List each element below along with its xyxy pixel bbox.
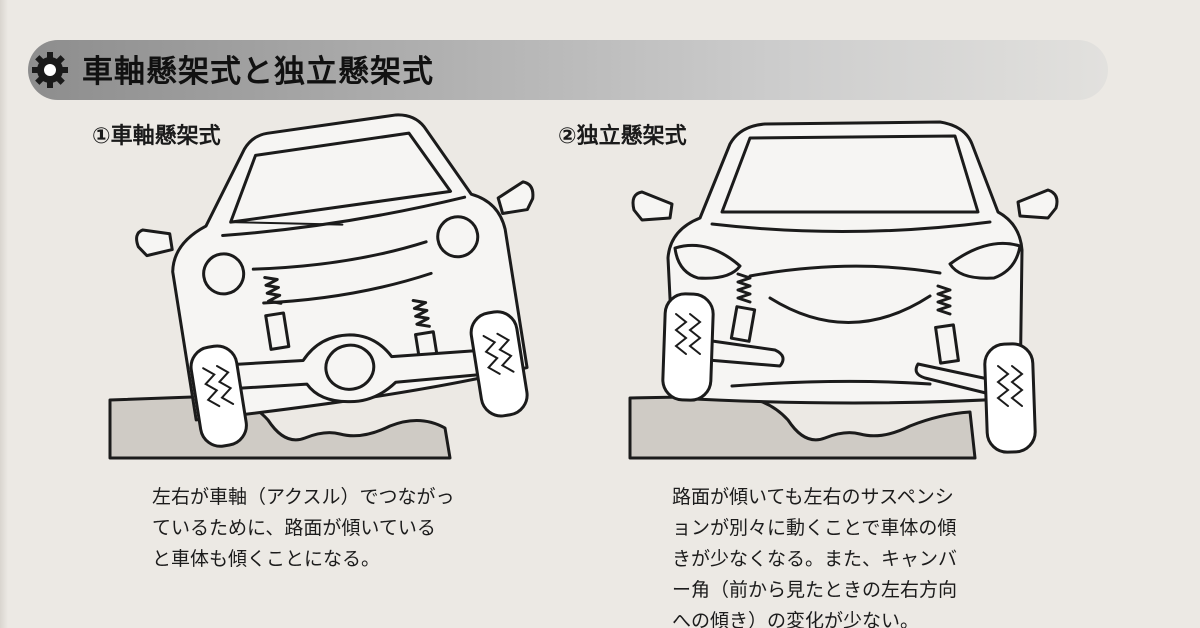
car-body xyxy=(666,120,1024,405)
damper-right xyxy=(934,323,960,365)
section-label-solid-axle: ①車軸懸架式 xyxy=(92,124,221,149)
caption-solid-axle: 左右が車軸（アクスル）でつながっ ているために、路面が傾いている と車体も傾くこ… xyxy=(152,482,454,575)
headlight-right xyxy=(436,215,480,259)
caption-line: きが少なくなる。また、キャンバ xyxy=(672,548,958,570)
headlight-left xyxy=(673,243,742,280)
road-surface xyxy=(628,394,977,460)
page-title: 車軸懸架式と独立懸架式 xyxy=(82,54,434,90)
side-mirror-right xyxy=(1016,188,1059,220)
gear-icon xyxy=(32,52,68,88)
windshield xyxy=(720,134,980,214)
caption-line: 路面が傾いても左右のサスペンシ xyxy=(672,486,954,508)
caption-independent: 路面が傾いても左右のサスペンシ ョンが別々に動くことで車体の傾 きが少なくなる。… xyxy=(672,482,957,628)
caption-line: への傾き）の変化が少ない。 xyxy=(672,610,920,628)
section-header-bar xyxy=(28,40,1108,100)
caption-line: ているために、路面が傾いている xyxy=(152,517,436,539)
side-mirror-right xyxy=(496,180,535,215)
spring-left xyxy=(263,275,283,305)
spring-right xyxy=(936,284,952,316)
caption-line: と車体も傾くことになる。 xyxy=(152,548,381,570)
lower-arm-left xyxy=(703,338,785,368)
side-mirror-left xyxy=(631,190,674,222)
windshield xyxy=(229,131,453,224)
independent-suspension-car-illustration xyxy=(628,120,1059,460)
caption-line: 左右が車軸（アクスル）でつながっ xyxy=(152,486,455,508)
side-mirror-left xyxy=(135,228,174,258)
damper-left xyxy=(729,305,757,343)
tire-left xyxy=(189,344,248,448)
spring-left xyxy=(736,272,752,304)
spring-right xyxy=(411,299,431,328)
caption-line: ー角（前から見たときの左右方向 xyxy=(672,579,958,601)
damper-left xyxy=(264,311,291,351)
tire-left xyxy=(661,292,715,402)
car-body xyxy=(171,113,529,422)
section-label-independent: ②独立懸架式 xyxy=(558,124,687,149)
solid-axle-car-illustration xyxy=(108,113,535,460)
tire-right xyxy=(983,342,1037,454)
page-edge xyxy=(0,0,8,628)
headlight-right xyxy=(948,241,1022,280)
caption-line: ョンが別々に動くことで車体の傾 xyxy=(672,517,957,539)
headlight-left xyxy=(202,252,246,296)
